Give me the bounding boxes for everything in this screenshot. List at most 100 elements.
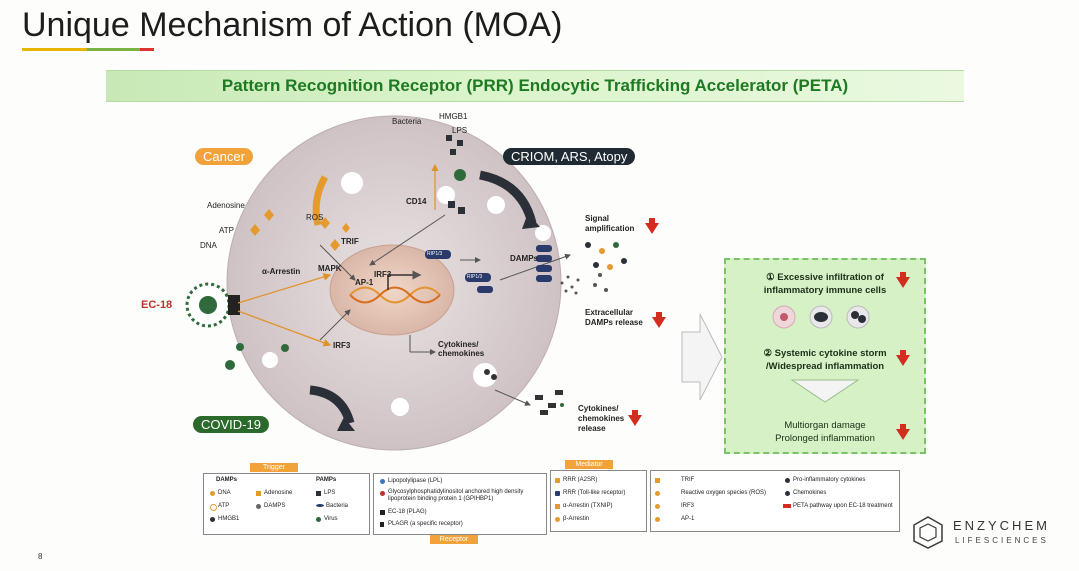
label-irf3: IRF3 [333,341,351,350]
section-banner: Pattern Recognition Receptor (PRR) Endoc… [106,70,964,102]
pathway-arrow [499,253,571,281]
bacteria-icon [316,504,324,507]
title-underline-accent [140,48,154,51]
legend-other-box: TRIF Reactive oxygen species (ROS) IRF3 … [650,470,900,532]
txnip-icon [555,504,560,509]
damps-icon [256,504,261,509]
legend-mediator-item: β-Arrestin [563,516,590,522]
legend-receptor-item: Glycosylphosphatidylinositol anchored hi… [388,489,524,502]
legend-receptor-tag: Receptor [430,535,478,544]
membrane-pit [262,352,278,368]
amplified-damps [585,242,627,270]
legend-mediator-tag: Mediator [565,460,613,469]
legend-mediator-box: RRR (A2SR) RRR (Toll-like receptor) α-Ar… [550,470,647,532]
legend-other-item: Chemokines [793,490,827,496]
legend-damps-item: DAMPS [264,503,286,509]
tram-complex [536,265,552,272]
peta-arrow-icon [783,504,791,508]
pathway-arrow [369,214,446,266]
tram-complex [536,255,552,262]
internalization-arrow [312,175,329,226]
cytokine-icon [785,478,790,483]
pathway-arrow [237,273,332,304]
label-hmgb1: HMGB1 [439,112,468,121]
atp-icon [210,504,217,511]
tram-complex [536,275,552,282]
legend-mediator-item: RRR (Toll-like receptor) [563,490,626,496]
legend-pamps-item: Bacteria [326,503,349,509]
legend-receptor-box: Lipopolylipase (LPL) Glycosylphosphatidy… [373,473,547,535]
pathway-arrow [319,309,351,341]
ap1-icon [655,517,660,522]
virus-icon [316,517,321,522]
legend-receptor-item: EC-18 (PLAG) [388,509,427,515]
membrane-pit [487,196,505,214]
ec18-icon [380,510,385,515]
legend-mediator-item: RRR (A2SR) [563,477,598,483]
panel-item1-number: ① [766,272,775,283]
tlr-icon [555,491,560,496]
legend-trigger-tag: Trigger [250,463,298,472]
label-rip-2: RIP1/3 [467,274,483,280]
gpihbp1-icon [380,491,385,496]
label-ap1: AP-1 [355,278,374,287]
title-underline [22,48,140,51]
criom-pill: CRIOM, ARS, Atopy [503,148,636,165]
dna-helix [349,286,441,304]
virus-particles [225,169,466,370]
membrane-pit [437,186,455,204]
tram-complex [536,245,552,252]
legend-damps-item: Adenosine [264,490,293,496]
label-adenosine: Adenosine [207,201,245,210]
lps-molecules [446,135,465,214]
panel-item3-line2: Prolonged inflammation [775,433,875,444]
legend-receptor-item: PLAGR (a specific receptor) [388,521,463,527]
hmgb1-icon [210,517,215,522]
cancer-pill: Cancer [195,148,253,165]
adenosine-icon [256,491,261,496]
membrane-pit [535,225,551,241]
legend-mediator-item: α-Arrestin (TXNIP) [563,503,613,509]
page-number: 8 [38,552,43,561]
internalization-arrowhead [522,213,540,229]
membrane-pit [473,363,497,387]
label-atp: ATP [219,226,234,235]
transcription-arrow [387,270,422,290]
chemokine-icon [785,491,790,496]
panel-item1-line1: ① Excessive infiltration of [726,272,924,283]
label-signal-amplification: Signal amplification [585,214,635,233]
panel-item3-line1: Multiorgan damage [784,420,866,431]
label-a-arrestin: α-Arrestin [262,267,301,276]
panel-item1-text: Excessive infiltration of [777,272,884,283]
label-mapk: MAPK [318,264,342,273]
legend-damps-item: HMGB1 [218,516,240,522]
brand-name: ENZYCHEM [953,518,1050,533]
rip-complex [425,250,451,259]
legend-damps-item: ATP [218,503,230,509]
b-arrestin-icon [555,517,560,522]
lps-icon [316,491,321,496]
label-ros: ROS [306,213,324,222]
dna-icon [210,491,215,496]
legend-other-item: Pro-inflammatory cytokines [793,477,866,483]
panel-down-chevron-icon [790,379,860,403]
nucleus [329,244,455,336]
panel-item2-number: ② [763,348,772,359]
label-bacteria: Bacteria [392,117,422,126]
enzychem-logo-icon [913,516,943,549]
label-extracellular-damps: Extracellular DAMPs release [585,308,643,327]
outcome-panel: ① Excessive infiltration of inflammatory… [724,258,926,454]
legend-pamps-item: Virus [324,516,338,522]
panel-item2-line1: ② Systemic cytokine storm [726,348,924,359]
plagr-icon [380,522,384,527]
legend-other-item: Reactive oxygen species (ROS) [681,490,767,496]
legend-trigger-box: DAMPs PAMPs DNA Adenosine ATP DAMPS HMGB… [203,473,370,535]
plagr-receptor [228,295,240,315]
legend-pamps-item: LPS [324,490,336,496]
panel-item2-text: Systemic cytokine storm [774,348,887,359]
membrane-pit [341,172,363,194]
legend-damps-header: DAMPs [216,477,238,483]
chevron-right-icon [681,313,723,401]
label-dna: DNA [200,241,217,250]
legend-other-item: TRIF [681,477,695,483]
